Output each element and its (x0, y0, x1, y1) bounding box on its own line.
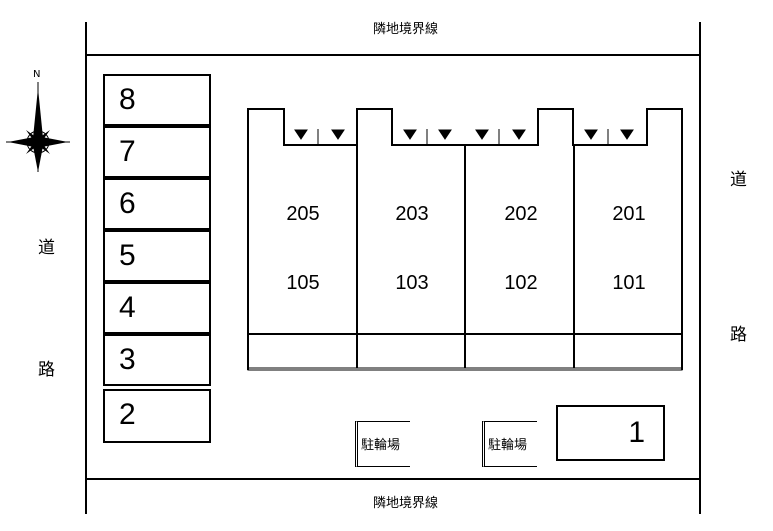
bicycle-parking-label-1: 駐輪場 (361, 438, 401, 453)
right-property-line (699, 22, 701, 514)
compass-rose (4, 68, 72, 174)
unit-105: 105 (286, 272, 320, 294)
right-road-label-2: 路 (730, 325, 747, 345)
left-road-label-1: 道 (38, 238, 55, 258)
top-boundary-line (85, 54, 701, 56)
bottom-boundary-label: 隣地境界線 (373, 496, 439, 511)
unit-202: 202 (504, 203, 538, 225)
parking-slot-1: 1 (556, 405, 665, 461)
unit-103: 103 (395, 272, 429, 294)
compass-north-label: N (33, 69, 41, 80)
bicycle-parking-area-2 (482, 421, 537, 467)
top-boundary-label: 隣地境界線 (373, 22, 439, 37)
left-property-line (85, 22, 87, 514)
parking-slot-3: 3 (103, 334, 211, 386)
compass-icon (6, 82, 70, 172)
unit-201: 201 (612, 203, 646, 225)
left-road-label-2: 路 (38, 360, 55, 380)
unit-101: 101 (612, 272, 646, 294)
parking-slot-7: 7 (103, 126, 211, 178)
unit-205: 205 (286, 203, 320, 225)
bottom-boundary-line (85, 478, 701, 480)
unit-102: 102 (504, 272, 538, 294)
parking-slot-5: 5 (103, 230, 211, 282)
parking-slot-8: 8 (103, 74, 211, 126)
bicycle-parking-area-1 (355, 421, 410, 467)
building-outline (247, 108, 683, 371)
parking-slot-2: 2 (103, 389, 211, 443)
bicycle-parking-label-2: 駐輪場 (488, 438, 528, 453)
parking-slot-6: 6 (103, 178, 211, 230)
unit-203: 203 (395, 203, 429, 225)
right-road-label-1: 道 (730, 170, 747, 190)
parking-slot-4: 4 (103, 282, 211, 334)
